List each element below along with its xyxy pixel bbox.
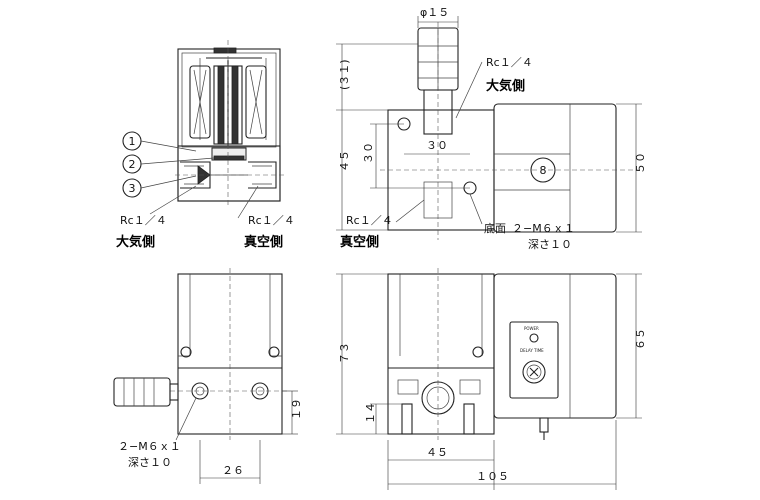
panel-delay-label: DELAY TIME bbox=[520, 348, 544, 353]
vacuum-side-label: 真空側 bbox=[244, 234, 283, 250]
port-label-vacuum: Rc１／４ bbox=[248, 214, 295, 227]
section-view bbox=[175, 40, 285, 205]
dim-65: ６５ bbox=[616, 273, 647, 419]
top-view: 8 bbox=[380, 22, 640, 240]
air-side-label: 大気側 bbox=[116, 234, 155, 250]
svg-text:１４: １４ bbox=[364, 402, 377, 424]
side-view bbox=[113, 268, 290, 440]
svg-text:１０５: １０５ bbox=[476, 470, 509, 483]
dim-30h: ３０ bbox=[404, 139, 470, 155]
svg-text:４５: ４５ bbox=[338, 150, 351, 172]
svg-text:６５: ６５ bbox=[634, 328, 647, 350]
svg-text:４５: ４５ bbox=[426, 446, 448, 459]
svg-text:2: 2 bbox=[129, 158, 136, 171]
dim-45b: ４５ bbox=[387, 440, 495, 490]
top-port-label: Rc１／４ bbox=[486, 56, 533, 69]
dim-26: ２６ bbox=[199, 440, 261, 484]
depth-label: 深さ１０ bbox=[528, 238, 572, 251]
dim-73: ７３ bbox=[336, 273, 388, 435]
thread-label: ２−M６ｘ１ bbox=[512, 222, 575, 235]
dim-105: １０５ bbox=[388, 420, 617, 490]
callout-3: 3 bbox=[122, 175, 197, 198]
dim-19: １９ bbox=[282, 390, 303, 435]
callout-2: 2 bbox=[122, 154, 215, 174]
svg-text:３０: ３０ bbox=[426, 139, 448, 152]
dim-50: ５０ bbox=[616, 103, 647, 233]
port-label-air: Rc１／４ bbox=[120, 214, 167, 227]
dim-14: １４ bbox=[364, 402, 402, 434]
dim-30v: ３０ bbox=[362, 123, 470, 189]
svg-text:(３１): (３１) bbox=[338, 59, 351, 90]
top-vacuum-side-label: 真空側 bbox=[340, 234, 379, 250]
dim-31: (３１) bbox=[336, 43, 418, 110]
side-thread-label: ２−M６ｘ１ bbox=[118, 440, 181, 453]
panel-power-label: POWER bbox=[524, 326, 539, 331]
svg-text:１９: １９ bbox=[290, 398, 303, 420]
dim-45: ４５ bbox=[336, 109, 388, 231]
side-depth-label: 深さ１０ bbox=[128, 456, 172, 469]
svg-text:φ１５: φ１５ bbox=[420, 6, 449, 19]
bottom-label: 底面 bbox=[484, 221, 506, 235]
svg-text:７３: ７３ bbox=[338, 342, 351, 364]
top-air-side-label: 大気側 bbox=[486, 78, 525, 94]
dim-phi15: φ１５ bbox=[417, 6, 459, 28]
svg-text:３０: ３０ bbox=[362, 142, 375, 164]
part-number-8: 8 bbox=[540, 164, 547, 177]
svg-text:1: 1 bbox=[129, 135, 136, 148]
svg-text:５０: ５０ bbox=[634, 152, 647, 174]
svg-text:２６: ２６ bbox=[222, 464, 244, 477]
callout-1: 1 bbox=[122, 131, 197, 152]
front-view: POWER DELAY TIME bbox=[387, 268, 617, 440]
svg-text:3: 3 bbox=[129, 182, 136, 195]
top-port-label-2: Rc１／４ bbox=[346, 214, 393, 227]
